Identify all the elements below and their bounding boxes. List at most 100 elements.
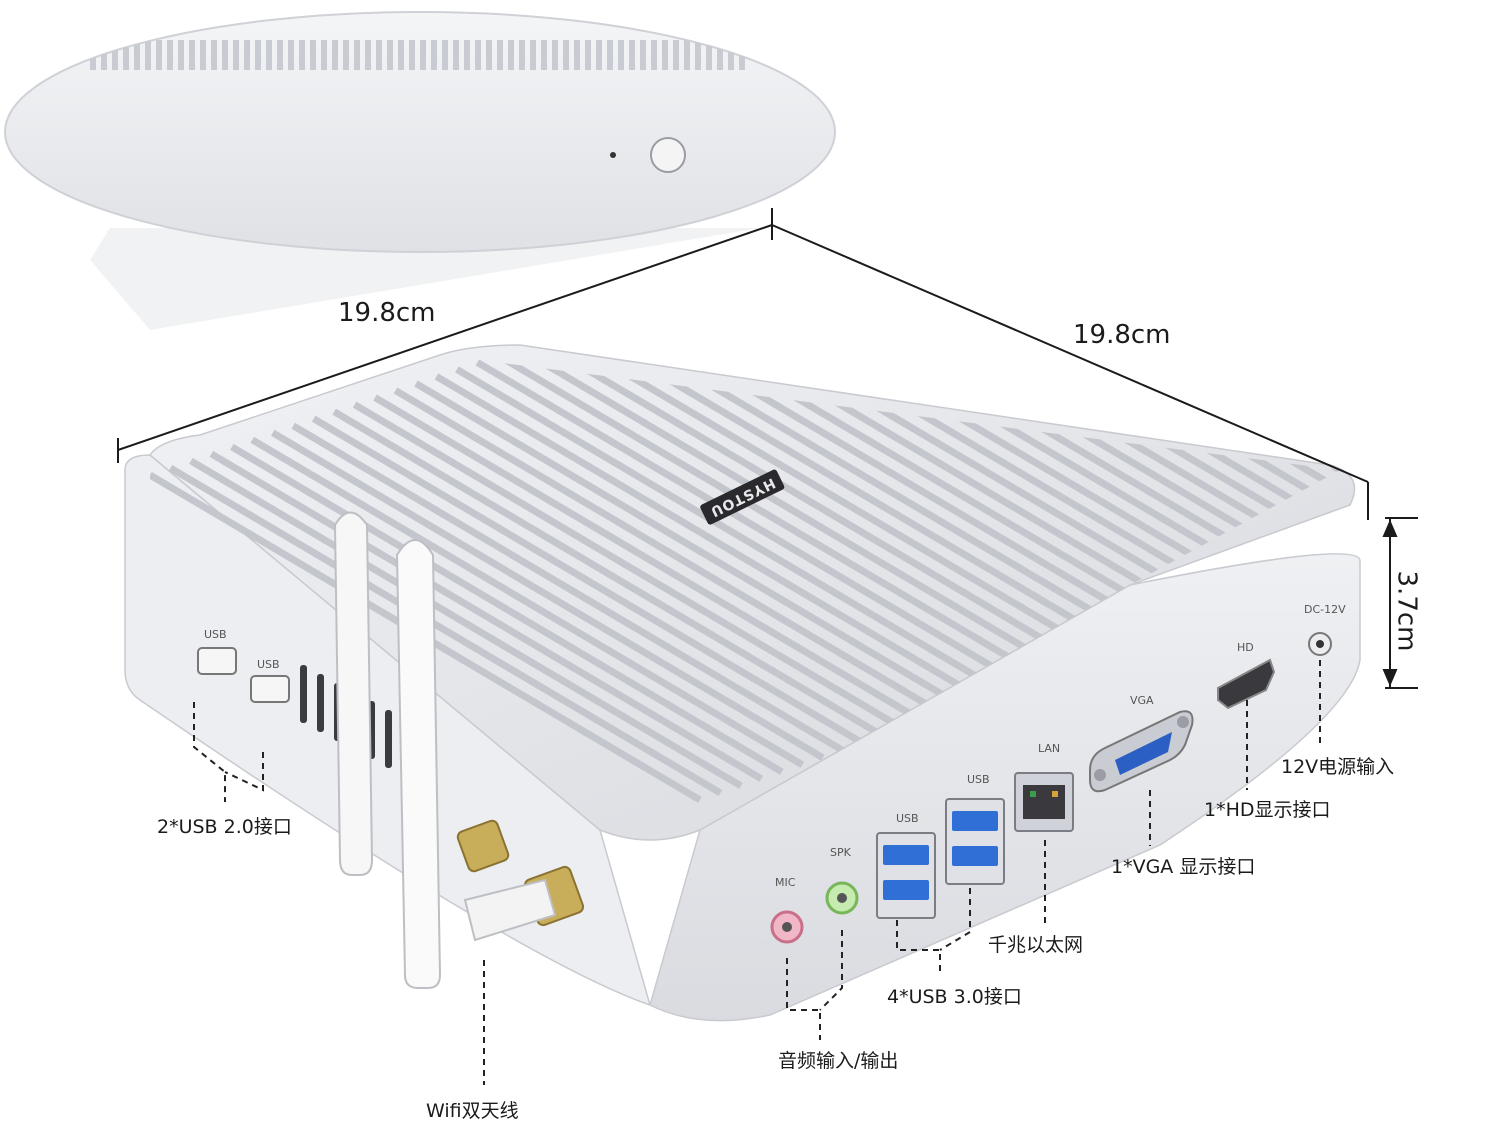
hd-marking: HD	[1237, 641, 1254, 654]
zoom-fin	[222, 40, 228, 70]
zoom-fin	[563, 40, 569, 70]
height-dimension: 3.7cm	[1391, 570, 1422, 652]
zoom-fin	[541, 40, 547, 70]
zoom-fin	[332, 40, 338, 70]
zoom-fin	[189, 40, 195, 70]
zoom-fin	[398, 40, 404, 70]
zoom-fin	[211, 40, 217, 70]
power-button-icon	[650, 137, 686, 173]
zoom-fin	[266, 40, 272, 70]
zoom-fin	[409, 40, 415, 70]
audio-callout: 音频输入/输出	[778, 1050, 899, 1072]
hd-callout: 1*HD显示接口	[1204, 799, 1331, 821]
zoom-fin	[156, 40, 162, 70]
zoom-fin	[585, 40, 591, 70]
zoom-fin	[200, 40, 206, 70]
usb-left-1-marking: USB	[204, 628, 227, 641]
callout-leaders	[193, 660, 1321, 1085]
zoom-fin	[475, 40, 481, 70]
wifi-callout: Wifi双天线	[426, 1100, 519, 1122]
zoom-fin	[431, 40, 437, 70]
dimension-lines	[117, 208, 1418, 689]
zoom-fin	[508, 40, 514, 70]
zoom-fin	[167, 40, 173, 70]
vga-port-icon	[1089, 710, 1194, 793]
zoom-fin	[321, 40, 327, 70]
zoom-fin	[101, 40, 107, 70]
zoom-fin	[255, 40, 261, 70]
zoom-fin	[442, 40, 448, 70]
heatsink-fin	[270, 429, 825, 761]
power-callout: 12V电源输入	[1281, 756, 1395, 778]
zoom-fin	[596, 40, 602, 70]
heatsink-fin	[291, 422, 846, 754]
rear-ports	[770, 632, 1332, 944]
heatsink-fin	[352, 401, 907, 733]
spk-marking: SPK	[830, 846, 851, 859]
hd-port-icon	[1217, 658, 1276, 710]
zoom-fin	[662, 40, 668, 70]
zoom-fin	[486, 40, 492, 70]
heatsink-fin	[209, 450, 764, 782]
zoom-fin	[299, 40, 305, 70]
heatsink-fin	[475, 359, 1030, 691]
lan-marking: LAN	[1038, 742, 1061, 755]
zoom-fin	[574, 40, 580, 70]
usb-port-left-1	[197, 647, 237, 675]
zoom-fin	[233, 40, 239, 70]
antenna-right-icon	[395, 539, 442, 989]
zoom-fin	[453, 40, 459, 70]
zoom-fin	[112, 40, 118, 70]
wifi-antennas	[333, 511, 557, 989]
heatsink-fin	[168, 464, 723, 796]
side-vent	[317, 674, 324, 732]
zoom-fin	[134, 40, 140, 70]
zoom-fin	[354, 40, 360, 70]
heatsink-fin	[311, 415, 866, 747]
zoom-fin	[695, 40, 701, 70]
zoom-fin	[288, 40, 294, 70]
heatsink-fin	[434, 373, 989, 705]
zoom-fin	[629, 40, 635, 70]
zoom-fin	[145, 40, 151, 70]
usb30-callout: 4*USB 3.0接口	[887, 986, 1022, 1008]
zoom-fin	[244, 40, 250, 70]
zoom-fin	[552, 40, 558, 70]
zoom-fin	[123, 40, 129, 70]
zoom-fin	[717, 40, 723, 70]
usb20-callout: 2*USB 2.0接口	[157, 816, 292, 838]
heatsink-fin	[455, 366, 1009, 698]
side-vent	[385, 710, 392, 768]
zoom-fin	[497, 40, 503, 70]
heatsink-fin	[516, 355, 1071, 677]
zoom-inset	[4, 11, 836, 330]
zoom-fin	[706, 40, 712, 70]
zoom-fin	[651, 40, 657, 70]
heatsink-fin	[393, 387, 948, 719]
power-led-icon	[610, 152, 616, 158]
heatsink-fin	[373, 394, 927, 726]
zoom-fin	[90, 40, 96, 70]
usb3-ports	[876, 798, 1005, 919]
zoom-fin	[387, 40, 393, 70]
heatsink-fin	[659, 355, 1214, 628]
lan-callout: 千兆以太网	[988, 934, 1084, 956]
zoom-fin	[684, 40, 690, 70]
zoom-fin	[376, 40, 382, 70]
zoom-fin	[519, 40, 525, 70]
zoom-fin	[277, 40, 283, 70]
antenna-left-icon	[333, 511, 374, 876]
width-dimension: 19.8cm	[338, 298, 436, 328]
dc-marking: DC-12V	[1304, 603, 1346, 616]
heatsink-fin	[230, 443, 784, 775]
heatsink-fin	[414, 380, 968, 712]
usb-left-2-marking: USB	[257, 658, 280, 671]
heatsink-fin	[700, 355, 1255, 613]
zoom-fin	[178, 40, 184, 70]
zoom-fin	[728, 40, 734, 70]
zoom-fin	[343, 40, 349, 70]
usb-rear-2-marking: USB	[967, 773, 990, 786]
zoom-fin	[420, 40, 426, 70]
heatsink-fin	[557, 355, 1111, 663]
